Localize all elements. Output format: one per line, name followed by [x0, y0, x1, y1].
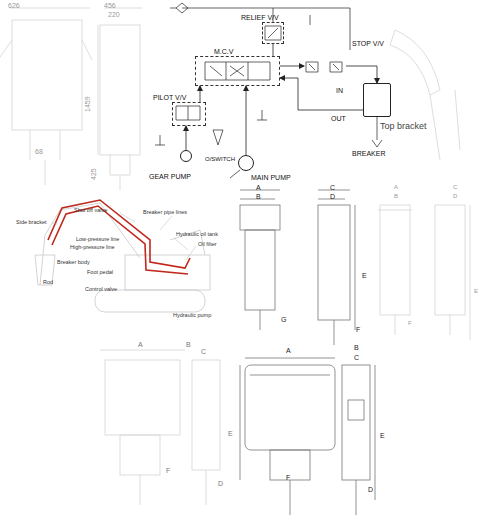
hydraulic-line: [246, 86, 247, 155]
part-label: Rod: [43, 280, 53, 286]
part-label: Breaker pipe lines: [143, 210, 187, 216]
valve-box: PILOT V/V: [172, 102, 206, 126]
dimension-label: 626: [8, 2, 20, 9]
hydraulic-line: [346, 66, 377, 83]
part-label: Side bracket: [16, 220, 47, 226]
dimension-letter: F: [286, 474, 290, 481]
component-label: RELIEF V/V: [241, 14, 279, 21]
faint-breaker-drawings: [0, 8, 470, 505]
pipe-lines: [48, 200, 190, 274]
part-label: Hydraulic pump: [173, 313, 211, 319]
dimension-letter: F: [356, 326, 360, 333]
dimension-label: Top bracket: [380, 122, 427, 131]
part-label: Hydraulic oil tank: [176, 232, 218, 238]
dimension-label: 425: [90, 168, 97, 180]
dimension-letter: A: [138, 341, 143, 348]
dimension-letter: E: [474, 288, 478, 294]
dimension-label: OUT: [331, 115, 346, 122]
dimension-letter: F: [166, 467, 170, 474]
excavator: [35, 203, 210, 312]
part-label: Control valve: [85, 287, 117, 293]
hydraulic-line: [280, 66, 304, 67]
dimension-letter: E: [380, 432, 385, 439]
valve-box: RELIEF V/V: [262, 22, 284, 44]
dimension-label: 68: [35, 148, 43, 155]
dimension-letter: F: [408, 320, 412, 326]
dimension-letter: C: [201, 348, 206, 355]
dimension-letter: A: [286, 347, 291, 354]
valve-box: STOP V/V: [304, 58, 346, 76]
dimension-letter: D: [218, 480, 223, 487]
valve-box: BREAKER: [363, 83, 391, 117]
dimension-letter: D: [453, 193, 457, 199]
dimension-letter: B: [256, 193, 261, 200]
component-label: MAIN PUMP: [251, 174, 291, 181]
dimension-letter: A: [394, 184, 398, 190]
dimension-letter: B: [354, 344, 359, 351]
dimension-letter: E: [362, 272, 367, 279]
hydraulic-line: [280, 78, 363, 110]
valve-box: GEAR PUMP: [180, 150, 192, 162]
part-label: Low-pressure line: [76, 237, 119, 243]
dimension-label: 220: [108, 11, 120, 18]
dimension-letter: B: [186, 341, 191, 348]
component-label: GEAR PUMP: [149, 173, 191, 180]
valve-box: MAIN PUMP: [238, 155, 254, 171]
dimension-label: 1459: [84, 96, 91, 112]
part-label: Oil filter: [198, 242, 217, 248]
dimension-label: O/SWITCH: [205, 156, 235, 162]
valve-box: M.C.V: [195, 56, 280, 86]
hydraulic-line: [273, 44, 274, 56]
dimension-label: IN: [336, 87, 343, 94]
dimension-letter: C: [354, 354, 359, 361]
dimension-label: 456: [104, 2, 116, 9]
part-label: High-pressure line: [70, 245, 115, 251]
dimension-letter: B: [394, 193, 398, 199]
dimension-letter: C: [453, 184, 457, 190]
component-label: PILOT V/V: [153, 94, 186, 101]
dimension-letter: D: [368, 486, 373, 493]
dimension-letter: D: [330, 193, 335, 200]
hydraulic-line: [186, 126, 187, 150]
part-label: Foot pedal: [87, 270, 113, 276]
part-label: Breaker body: [57, 260, 90, 266]
breaker-drawings: [240, 190, 375, 515]
dimension-letter: E: [228, 430, 233, 437]
dimension-letter: A: [256, 184, 261, 191]
leader-lines: [52, 213, 196, 260]
part-label: Shut off valve: [74, 208, 107, 214]
component-label: STOP V/V: [352, 40, 384, 47]
hydraulic-line: [200, 86, 201, 102]
hydraulic-schematic: [155, 3, 382, 178]
component-label: M.C.V: [214, 48, 233, 55]
dimension-letter: C: [330, 184, 335, 191]
component-label: BREAKER: [352, 150, 385, 157]
dimension-letter: G: [281, 316, 286, 323]
